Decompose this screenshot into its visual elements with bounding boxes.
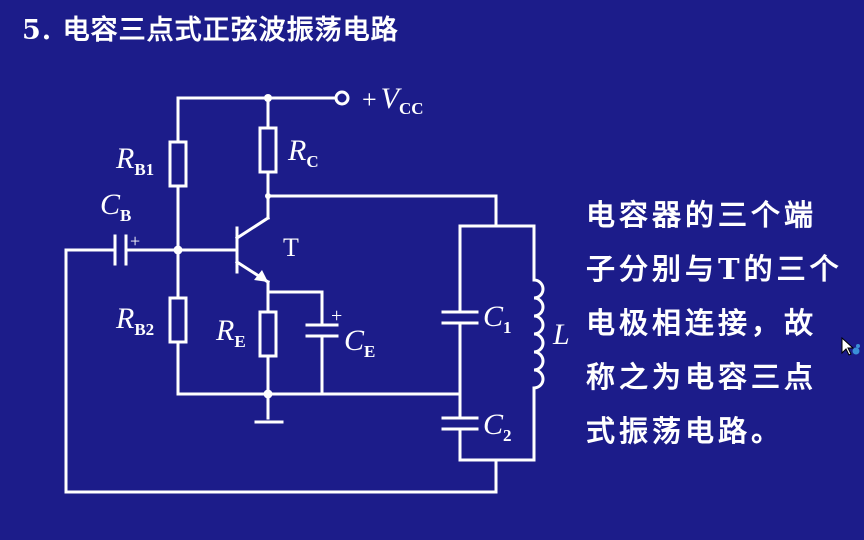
ce-plus: +	[331, 305, 342, 327]
ce-label: CE	[344, 324, 375, 361]
description-line: 式振荡电路。	[586, 414, 785, 448]
description-line: 称之为电容三点	[586, 360, 818, 394]
junction-ground	[263, 389, 273, 399]
c1-label: C1	[483, 300, 512, 337]
c2-label: C2	[483, 408, 512, 445]
mouse-cursor-icon	[841, 337, 860, 356]
slide-title: 5. 电容三点式正弦波振荡电路	[22, 15, 399, 46]
re-label: RE	[215, 314, 246, 351]
junction-collector	[265, 193, 271, 199]
description-line: 子分别与T的三个	[586, 252, 843, 286]
rb1-label: RB1	[115, 142, 154, 179]
vcc-label: +VCC	[362, 82, 424, 118]
rc-label: RC	[287, 134, 319, 171]
l-label: L	[552, 318, 570, 351]
rb2-label: RB2	[115, 302, 154, 339]
re-resistor	[258, 310, 278, 358]
l-inductor-coil	[532, 278, 545, 390]
transistor-collector-leg	[234, 215, 271, 241]
junction-vcc-rc	[264, 94, 272, 102]
description-line: 电极相连接，故	[586, 306, 818, 340]
rc-resistor	[258, 126, 278, 174]
cb-plus: +	[130, 231, 140, 251]
transistor-emitter-arrow	[254, 270, 268, 282]
transistor-label: T	[283, 233, 299, 262]
rb1-resistor	[168, 140, 188, 188]
cb-label: CB	[100, 188, 131, 225]
description-text: 电容器的三个端 子分别与T的三个 电极相连接，故 称之为电容三点 式振荡电路。	[586, 188, 856, 458]
vcc-terminal	[334, 90, 350, 106]
rb2-resistor	[168, 296, 188, 344]
description-line: 电容器的三个端	[586, 198, 818, 232]
junction-base	[173, 245, 183, 255]
